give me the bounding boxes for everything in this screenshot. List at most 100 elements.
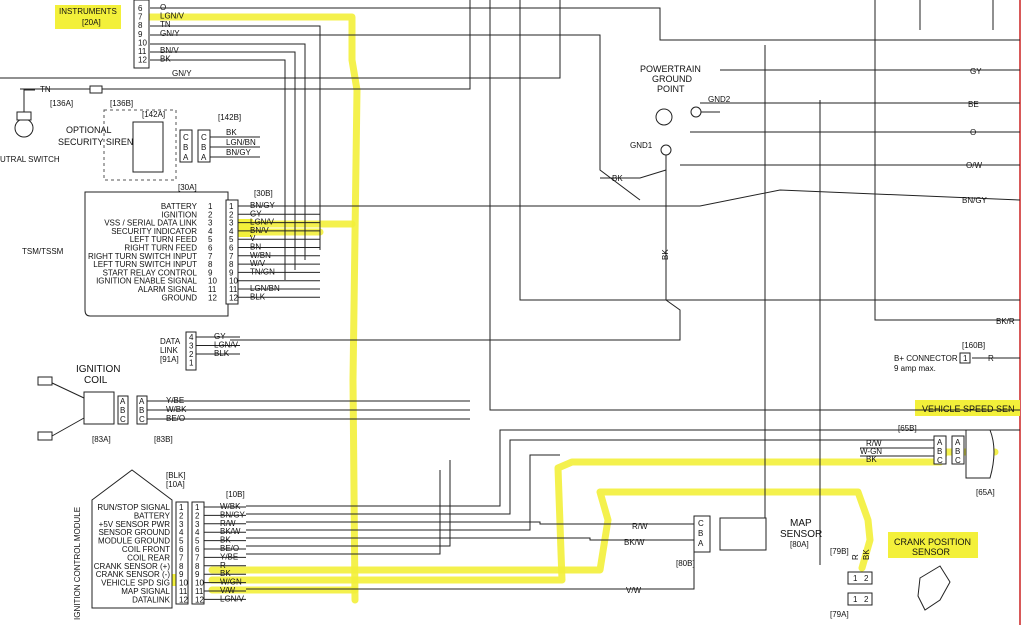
tsm-row-num: 2: [208, 210, 213, 219]
instruments-pin-wire: TN: [160, 20, 171, 29]
icm-row-name: +5V SENSOR PWR: [99, 520, 171, 529]
right-wire-bngy: [236, 189, 1021, 207]
siren-label-1: OPTIONAL: [66, 125, 112, 135]
icm-wiring: R/W BK/W V/W R/W W-GN BK: [246, 429, 1020, 595]
neutral-switch-c1: [136A]: [50, 99, 73, 108]
icm-row-num-b: 6: [195, 545, 200, 554]
tsm-row-num-b: 1: [229, 202, 234, 211]
data-link-wire-label: LGN/V: [214, 341, 239, 350]
siren-wire-label: BN/GY: [226, 148, 252, 157]
siren-c1: [142A]: [142, 110, 165, 119]
coil-pin-a: B: [120, 406, 125, 415]
tsm-row-num: 7: [208, 252, 213, 261]
icm-row-num-b: 2: [195, 511, 200, 520]
vss-pin-a: B: [937, 447, 942, 456]
ground-bk-vert-label: BK: [661, 249, 670, 260]
neutral-switch-fuse: [89, 85, 103, 94]
crank-c1: [79B]: [830, 547, 849, 556]
right-wire-ow-label: O/W: [966, 161, 982, 170]
instruments-pin-num: 6: [138, 4, 143, 13]
tsm-row-num: 5: [208, 235, 213, 244]
instruments-label: INSTRUMENTS: [59, 7, 117, 16]
data-link-c: [91A]: [160, 355, 179, 364]
map-label-1: MAP: [790, 518, 812, 529]
instruments-pin-num: 10: [138, 38, 147, 47]
vss-wire-wgn: W-GN: [860, 447, 882, 456]
icm-row-num: 4: [179, 528, 184, 537]
ground-label-2: GROUND: [652, 74, 692, 84]
data-link-wire-label: BLK: [214, 349, 230, 358]
crank-pin-2: 2: [864, 574, 869, 583]
icm-row-num-b: 1: [195, 503, 200, 512]
vss-c2: [65A]: [976, 488, 995, 497]
tsm-row-num: 12: [208, 293, 217, 302]
map-pin: A: [698, 539, 704, 548]
vss-wire-rw: R/W: [866, 439, 882, 448]
siren-pin-b: A: [201, 153, 207, 162]
tsm-label: TSM/TSSM: [22, 247, 64, 256]
tsm-c2: [30B]: [254, 189, 273, 198]
gnd1-label: GND1: [630, 141, 653, 150]
icm-row-num: 7: [179, 553, 184, 562]
siren-c2: [142B]: [218, 113, 241, 122]
tsm-row-num: 8: [208, 260, 213, 269]
tsm-row-num-b: 4: [229, 227, 234, 236]
icm-row-name: SENSOR GROUND: [98, 528, 170, 537]
map-sensor: MAP SENSOR [80A] [80B] CBA: [676, 515, 822, 568]
instruments-pin-num: 11: [138, 47, 147, 56]
vss-pin-a: C: [937, 456, 943, 465]
tsm-row-name: LEFT TURN SWITCH INPUT: [93, 260, 197, 269]
vss-label-highlight: [915, 400, 1020, 416]
vss-pin-b: A: [955, 438, 961, 447]
tsm-row-num-b: 2: [229, 210, 234, 219]
right-wire-bkr-label: BK/R: [996, 317, 1015, 326]
crank-sensor-body: [917, 565, 951, 611]
vss-c1: [65B]: [898, 424, 917, 433]
coil-body: [83, 391, 115, 425]
icm-row-num-b: 3: [195, 520, 200, 529]
gnd2-ring-icon: [690, 106, 702, 118]
top-wiring: GN/Y TN: [0, 0, 1020, 565]
tsm-row-name: IGNITION: [161, 210, 197, 219]
vss-pin-b: B: [955, 447, 960, 456]
icm-row-num: 1: [179, 503, 184, 512]
gnd1-ring-icon: [660, 144, 672, 156]
tsm-row-num: 6: [208, 244, 213, 253]
tsm-c1: [30A]: [178, 183, 197, 192]
instruments-fuse: [20A]: [82, 18, 101, 27]
icm-row-num: 5: [179, 537, 184, 546]
tsm-row-num: 3: [208, 219, 213, 228]
icm-row-num-b: 8: [195, 562, 200, 571]
tsm-row-name: ALARM SIGNAL: [138, 285, 198, 294]
coil-pin-b: B: [139, 406, 144, 415]
icm-side-label: IGNITION CONTROL MODULE: [73, 507, 82, 620]
data-link-pin-num: 3: [189, 342, 194, 351]
instruments-pin-num: 7: [138, 13, 143, 22]
crank-label-1: CRANK POSITION: [894, 537, 971, 547]
datalink-highlight-wire: [146, 13, 361, 604]
icm-row-num: 9: [179, 570, 184, 579]
map-c2: [80B]: [676, 559, 695, 568]
map-c: [80A]: [790, 540, 809, 549]
tsm-row-name: RIGHT TURN SWITCH INPUT: [88, 252, 197, 261]
tsm-row-name: GROUND: [161, 293, 197, 302]
data-link-l2: LINK: [160, 346, 178, 355]
map-label-2: SENSOR: [780, 529, 822, 540]
icm-row-name: VEHICLE SPD SIG: [101, 579, 170, 588]
ground-bolt-icon: [655, 108, 673, 126]
tsm-row-num-b: 10: [229, 277, 238, 286]
tsm-row-num-b: 7: [229, 252, 234, 261]
bplus-note: 9 amp max.: [894, 364, 936, 373]
tsm-row-num: 4: [208, 227, 213, 236]
ignition-control-module: IGNITION CONTROL MODULE [BLK] [10A] [10B…: [73, 469, 246, 620]
icm-row-name: DATALINK: [132, 595, 171, 604]
tsm-row-num-b: 5: [229, 235, 234, 244]
gnd2-label: GND2: [708, 95, 731, 104]
bplus-connector: [160B] B+ CONNECTOR 9 amp max. 1 R: [894, 341, 1020, 373]
icm-row-num-b: 7: [195, 553, 200, 562]
map-wire-bkw: BK/W: [624, 538, 645, 547]
